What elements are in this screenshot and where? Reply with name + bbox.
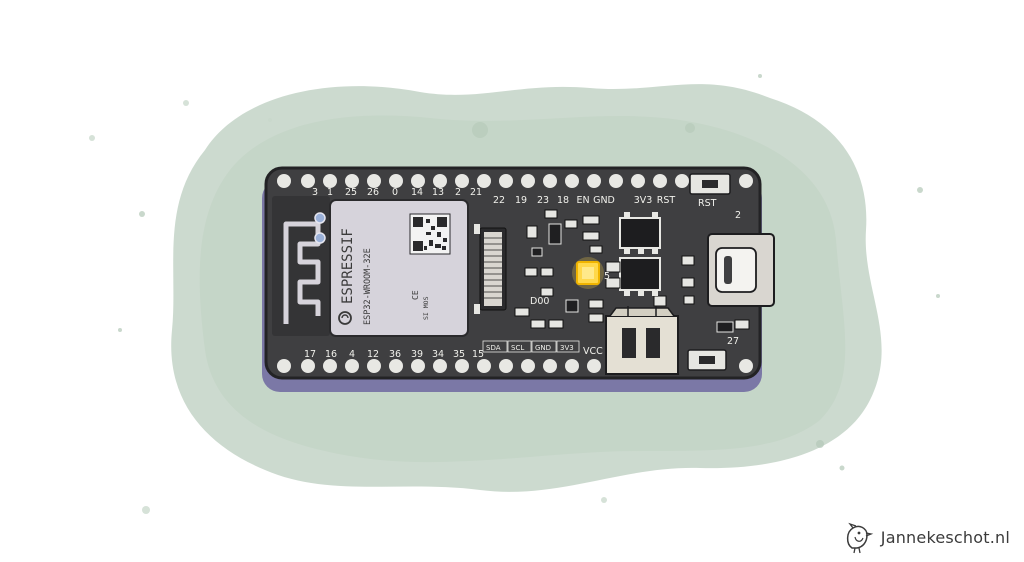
right-label-2: 2 [735, 210, 741, 221]
espressif-logo-icon [338, 311, 352, 325]
pin-label: 17 [304, 349, 316, 360]
pin-label: 19 [515, 195, 527, 206]
bottom-pin-labels: 17 16 4 12 36 39 34 35 15 [304, 349, 484, 360]
module-brand: ESPRESSIF [340, 228, 356, 304]
boot-button [687, 349, 727, 371]
d0-label: D00 [530, 296, 549, 307]
pin-label: EN [576, 195, 589, 206]
battery-connector [605, 306, 679, 375]
header-label: 3V3 [560, 344, 574, 352]
antenna [272, 196, 330, 336]
pin-label: 39 [411, 349, 423, 360]
pin-label: 25 [345, 187, 357, 198]
brand-watermark: Jannekeschot.nl [841, 520, 1010, 554]
module-sub-b: SI MOS [422, 296, 430, 320]
pin-label: 15 [472, 349, 484, 360]
pin-label: 4 [349, 349, 355, 360]
esp32-module: ESPRESSIF ESP32-WROOM-32E CE SI MOS [329, 199, 469, 337]
fpc-connector [474, 224, 507, 314]
button-label-rst: RST [698, 198, 717, 209]
pin-label: 0 [392, 187, 398, 198]
header-label: VCC [583, 346, 603, 357]
pin-label: 13 [432, 187, 444, 198]
pin-label: 26 [367, 187, 379, 198]
module-model: ESP32-WROOM-32E [363, 248, 373, 325]
pin-label: 16 [325, 349, 337, 360]
led-pin-label: 5 [604, 271, 610, 282]
pin-label: 21 [470, 187, 482, 198]
top-pin-row [277, 174, 753, 188]
smd-components [514, 209, 750, 333]
pin-label: 18 [557, 195, 569, 206]
regulator-chips [605, 212, 661, 296]
pin-label: 2 [455, 187, 461, 198]
pin-label: 22 [493, 195, 505, 206]
pin-label: 35 [453, 349, 465, 360]
brand-site-text: Jannekeschot.nl [880, 527, 1010, 547]
pin-label: 3 [312, 187, 318, 198]
pin-label: 36 [389, 349, 401, 360]
pin-label: 34 [432, 349, 444, 360]
usb-c-port [707, 233, 775, 307]
bottom-pin-row [277, 359, 753, 373]
power-led-icon [572, 257, 604, 289]
qr-code-icon [413, 217, 447, 251]
button-label-27: 27 [727, 336, 739, 347]
reset-button [689, 173, 731, 195]
pin-label: 3V3 [634, 195, 653, 206]
pin-label: GND [593, 195, 615, 206]
bird-icon [846, 522, 874, 554]
top-pin-labels: 3 1 25 26 0 14 13 2 21 22 19 23 18 EN GN… [312, 187, 675, 206]
header-label: GND [535, 344, 551, 352]
header-label: SCL [511, 344, 524, 352]
pin-label: 14 [411, 187, 423, 198]
pin-label: 23 [537, 195, 549, 206]
module-sub-a: CE [411, 290, 420, 300]
header-label: SDA [486, 344, 501, 352]
i2c-header-labels: SDA SCL GND 3V3 VCC [482, 340, 603, 357]
pin-label: 12 [367, 349, 379, 360]
pin-label: RST [657, 195, 676, 206]
pin-label: 1 [327, 187, 333, 198]
